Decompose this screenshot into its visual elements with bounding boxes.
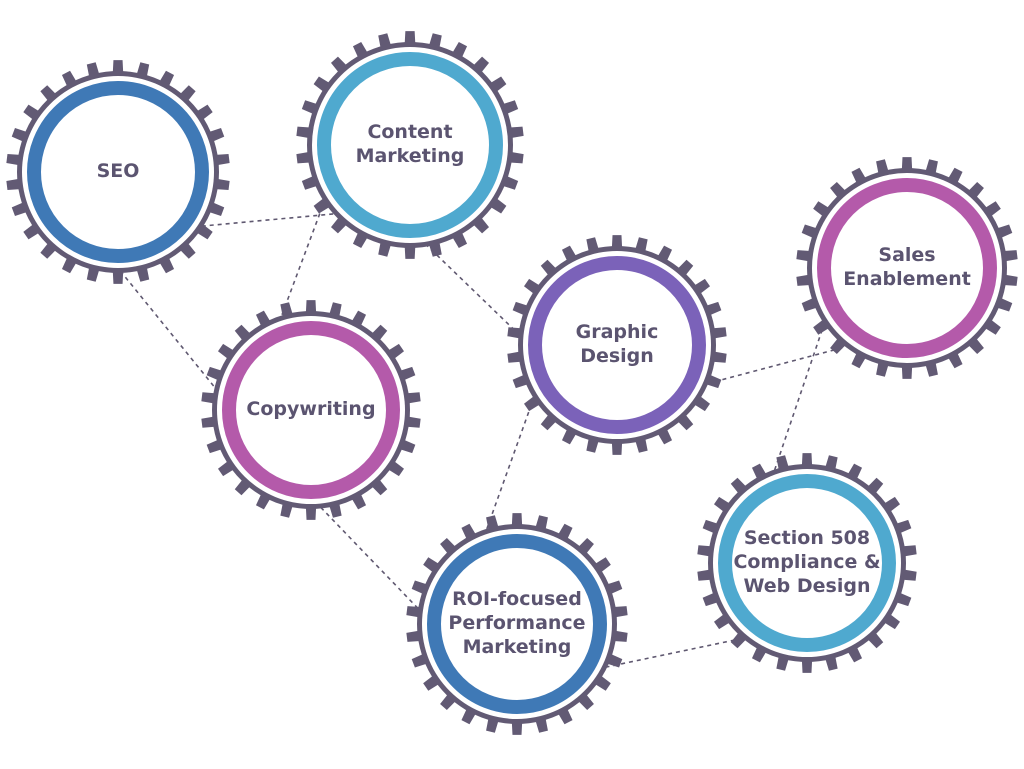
connector-roi-performance-marketing-to-section-508-web-design xyxy=(605,637,745,668)
connector-seo-to-content-marketing xyxy=(201,212,337,227)
section-508-web-design-color-ring xyxy=(718,474,896,652)
seo-gear-icon xyxy=(6,60,230,284)
copywriting-color-ring xyxy=(222,321,400,499)
gear-layer xyxy=(6,31,1018,735)
roi-performance-marketing-color-ring xyxy=(427,534,607,714)
sales-enablement-color-ring xyxy=(817,178,997,358)
connector-content-marketing-to-copywriting xyxy=(280,198,327,317)
copywriting-gear-icon xyxy=(201,300,421,520)
roi-performance-marketing-gear-icon xyxy=(406,513,628,735)
connector-graphic-design-to-sales-enablement xyxy=(706,345,848,385)
connector-content-marketing-to-graphic-design xyxy=(424,243,521,336)
graphic-design-gear-icon xyxy=(507,235,727,455)
section-508-web-design-gear-icon xyxy=(697,453,917,673)
connector-graphic-design-to-roi-performance-marketing xyxy=(485,396,535,531)
graphic-design-color-ring xyxy=(528,256,706,434)
connector-sales-enablement-to-section-508-web-design xyxy=(773,321,826,471)
connector-copywriting-to-roi-performance-marketing xyxy=(320,506,421,611)
content-marketing-gear-icon xyxy=(296,31,524,259)
content-marketing-color-ring xyxy=(317,52,503,238)
sales-enablement-gear-icon xyxy=(796,157,1018,379)
seo-color-ring xyxy=(27,81,209,263)
connector-seo-to-copywriting xyxy=(119,270,217,389)
connector-layer xyxy=(119,198,848,668)
